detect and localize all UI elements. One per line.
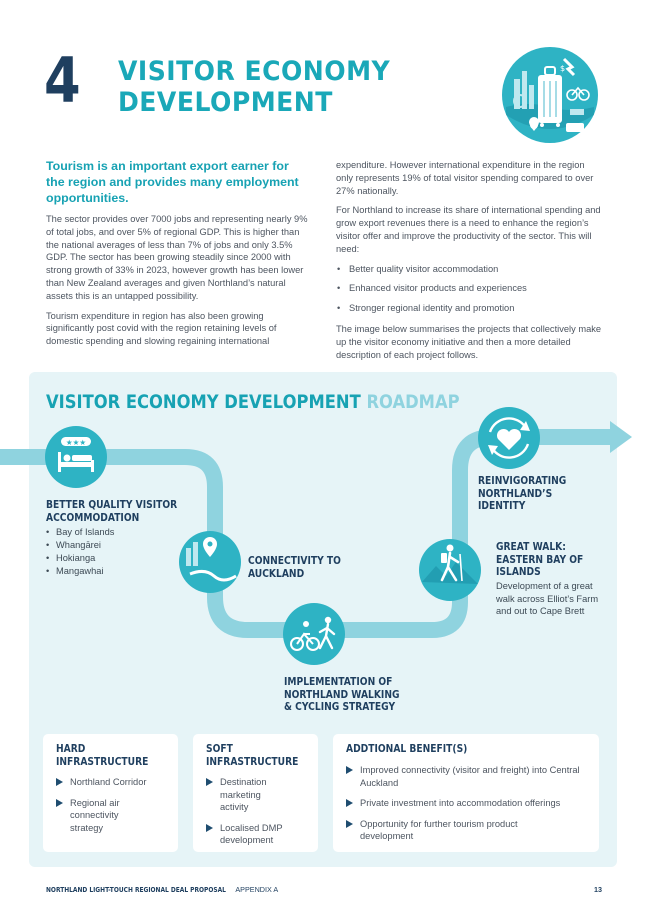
stage-label-line: BETTER QUALITY VISITOR xyxy=(46,499,178,511)
intro-lead: Tourism is an important export earner fo… xyxy=(46,159,299,205)
accommodation-stage-icon: ★★★ xyxy=(45,426,107,488)
roadmap-road: ★★★ xyxy=(0,407,632,665)
intro-right-column: expenditure. However international expen… xyxy=(336,159,604,368)
card-title-line: HARD xyxy=(56,743,86,755)
stage-label-identity: REINVIGORATING NORTHLAND’S IDENTITY xyxy=(478,475,566,513)
roadmap-title-accent: ROADMAP xyxy=(366,391,460,413)
description-line: walk across Elliot’s Farm xyxy=(496,593,599,604)
stage-label-great-walk: GREAT WALK: EASTERN BAY OF ISLANDS xyxy=(496,541,583,579)
additional-benefits-card: ADDTIONAL BENEFIT(S) Improved connectivi… xyxy=(333,734,599,852)
stage-label-accommodation: BETTER QUALITY VISITOR ACCOMMODATION xyxy=(46,499,177,524)
intro-paragraph: expenditure. However international expen… xyxy=(336,160,594,196)
stage-label-line: GREAT WALK: xyxy=(496,541,566,553)
connectivity-stage-icon xyxy=(179,531,241,593)
list-item-text: Improved connectivity (visitor and freig… xyxy=(360,765,580,788)
list-item: Mangawhai xyxy=(46,565,114,578)
list-item: Better quality visitor accommodation xyxy=(336,263,604,276)
identity-stage-icon xyxy=(478,407,540,469)
soft-infrastructure-list: Destination marketing activity Localised… xyxy=(206,776,306,855)
stage-label-connectivity: CONNECTIVITY TO AUCKLAND xyxy=(248,555,341,580)
list-item: Whangārei xyxy=(46,539,114,552)
list-item-text: Localised DMP development xyxy=(220,822,283,846)
triangle-arrow-icon xyxy=(56,798,63,807)
card-title: ADDTIONAL BENEFIT(S) xyxy=(346,743,468,755)
stage-label-line: NORTHLAND’S xyxy=(478,487,553,500)
suitcase-travel-icon: $ xyxy=(502,47,598,143)
list-item: Stronger regional identity and promotion xyxy=(336,302,604,315)
triangle-arrow-icon xyxy=(206,823,213,832)
page-title-line2: DEVELOPMENT xyxy=(118,87,333,118)
list-item-text: Opportunity for further tourism product … xyxy=(360,818,518,842)
stage-label-line: AUCKLAND xyxy=(248,567,305,580)
rating-stars: ★★★ xyxy=(66,438,86,447)
card-title-line: INFRASTRUCTURE xyxy=(206,755,299,768)
card-title: SOFT INFRASTRUCTURE xyxy=(206,743,298,768)
list-item: Private investment into accommodation of… xyxy=(346,797,591,810)
additional-benefits-list: Improved connectivity (visitor and freig… xyxy=(346,764,591,851)
triangle-arrow-icon xyxy=(346,766,353,774)
list-item: Northland Corridor xyxy=(56,776,168,789)
description-line: and out to Cape Brett xyxy=(496,606,585,616)
intro-paragraph: The sector provides over 7000 jobs and r… xyxy=(46,214,308,301)
list-item: Enhanced visitor products and experience… xyxy=(336,282,604,295)
list-item-text: Regional air connectivity strategy xyxy=(70,797,120,833)
hard-infrastructure-list: Northland Corridor Regional air connecti… xyxy=(56,776,168,842)
cycling-walking-stage-icon xyxy=(283,603,345,665)
stage-label-line: CONNECTIVITY TO xyxy=(248,555,341,567)
list-item: Hokianga xyxy=(46,552,114,565)
svg-text:$: $ xyxy=(560,64,565,73)
stage-label-walking-cycling: IMPLEMENTATION OF NORTHLAND WALKING & CY… xyxy=(284,676,400,714)
list-item-text: Destination marketing activity xyxy=(220,777,267,813)
list-item: Destination marketing activity xyxy=(206,776,306,814)
page-number: 13 xyxy=(594,885,602,894)
page-title-line1: VISITOR ECONOMY xyxy=(118,56,391,87)
stage-label-line: IMPLEMENTATION OF xyxy=(284,676,393,688)
list-item: Regional air connectivity strategy xyxy=(56,797,168,835)
list-item: Improved connectivity (visitor and freig… xyxy=(346,764,591,789)
card-title-line: SOFT xyxy=(206,743,233,755)
stage-label-line: NORTHLAND WALKING xyxy=(284,688,400,701)
intro-paragraph: The image below summarises the projects … xyxy=(336,323,602,360)
triangle-arrow-icon xyxy=(56,778,63,786)
hiking-stage-icon xyxy=(419,539,481,601)
roadmap-title-main: VISITOR ECONOMY DEVELOPMENT xyxy=(46,391,361,413)
stage-label-line: REINVIGORATING xyxy=(478,475,567,487)
list-item: Opportunity for further tourism product … xyxy=(346,818,591,843)
triangle-arrow-icon xyxy=(346,819,353,828)
hard-infrastructure-card: HARD INFRASTRUCTURE Northland Corridor R… xyxy=(43,734,178,852)
triangle-arrow-icon xyxy=(206,778,213,786)
roadmap-title: VISITOR ECONOMY DEVELOPMENT ROADMAP xyxy=(46,391,460,413)
card-title: HARD INFRASTRUCTURE xyxy=(56,743,148,768)
needs-list: Better quality visitor accommodation Enh… xyxy=(336,263,604,315)
card-title-line: INFRASTRUCTURE xyxy=(56,755,149,768)
stage-label-line: & CYCLING STRATEGY xyxy=(284,701,396,713)
triangle-arrow-icon xyxy=(346,799,353,808)
intro-paragraph: For Northland to increase its share of i… xyxy=(336,205,601,254)
accommodation-locations: Bay of Islands Whangārei Hokianga Mangaw… xyxy=(46,526,114,578)
stage-label-line: IDENTITY xyxy=(478,500,526,512)
list-item: Localised DMP development xyxy=(206,822,306,847)
list-item: Bay of Islands xyxy=(46,526,114,539)
stage-label-line: ACCOMMODATION xyxy=(46,511,140,524)
stage-label-line: ISLANDS xyxy=(496,566,541,578)
footer-appendix: APPENDIX A xyxy=(235,885,279,894)
intro-paragraph: Tourism expenditure in region has also b… xyxy=(46,310,277,347)
stage-label-line: EASTERN BAY OF xyxy=(496,553,584,566)
soft-infrastructure-card: SOFT INFRASTRUCTURE Destination marketin… xyxy=(193,734,318,852)
footer-proposal-title: NORTHLAND LIGHT-TOUCH REGIONAL DEAL PROP… xyxy=(46,885,226,894)
footer-document-title: NORTHLAND LIGHT-TOUCH REGIONAL DEAL PROP… xyxy=(46,885,278,894)
description-line: Development of a great xyxy=(496,581,593,591)
list-item-text: Northland Corridor xyxy=(70,777,147,787)
great-walk-description: Development of a great walk across Ellio… xyxy=(496,580,598,618)
intro-left-column: Tourism is an important export earner fo… xyxy=(46,158,308,355)
page-title: VISITOR ECONOMY DEVELOPMENT xyxy=(118,56,390,118)
list-item-text: Private investment into accommodation of… xyxy=(360,798,561,809)
chapter-number: 4 xyxy=(44,44,81,117)
